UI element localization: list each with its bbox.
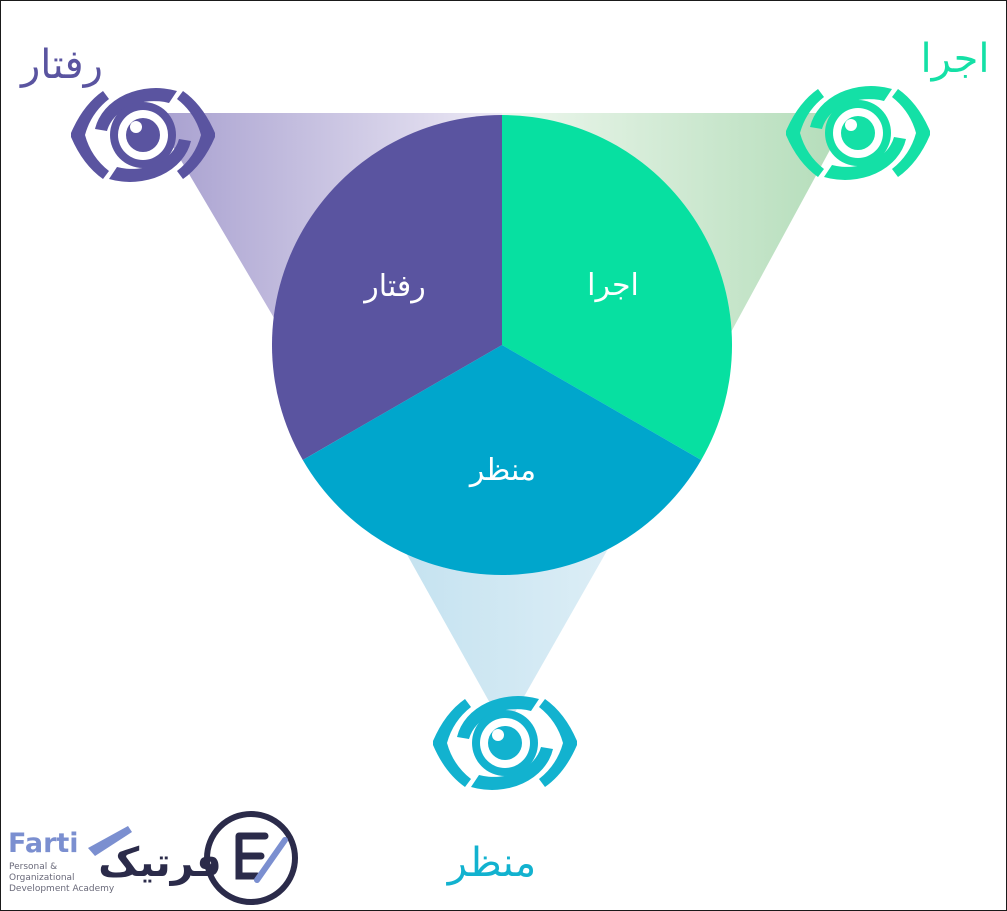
segment-label-behavior: رفتار <box>362 269 426 304</box>
f-monogram-icon <box>204 811 298 905</box>
logo-check-mark <box>88 826 132 856</box>
brand-logo: Farti Personal & Organizational Developm… <box>8 811 298 905</box>
corner-label-behavior: رفتار <box>19 42 103 88</box>
eye-icon <box>433 696 577 790</box>
segment-label-perspective: منظر <box>468 453 536 488</box>
corner-label-execution: اجرا <box>920 36 989 82</box>
corner-label-perspective: منظر <box>446 840 536 886</box>
logo-brand-latin: Farti <box>8 828 79 859</box>
logo-subtitle-line3: Development Academy <box>9 884 115 894</box>
segment-label-execution: اجرا <box>587 268 639 303</box>
pie-segment-perspective <box>302 345 702 576</box>
pie-segment-behavior <box>271 115 502 460</box>
pie-segment-execution <box>502 115 733 460</box>
logo-subtitle-line1: Personal & <box>9 862 57 872</box>
logo-subtitle-line2: Organizational <box>9 873 75 883</box>
logo-brand-farsi: فرتیک <box>98 840 221 886</box>
